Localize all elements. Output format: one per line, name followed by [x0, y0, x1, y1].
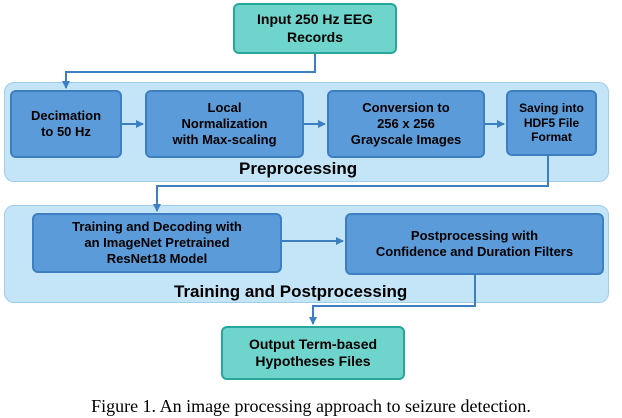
local-normalization-box: Local Normalization with Max-scaling: [145, 90, 304, 158]
resnet18-training-box: Training and Decoding with an ImageNet P…: [32, 213, 282, 273]
output-hypotheses-box: Output Term-based Hypotheses Files: [221, 326, 405, 380]
arrow-postprocessing-to-output: [309, 275, 476, 325]
figure-caption: Figure 1. An image processing approach t…: [91, 396, 531, 416]
arrow-saving-to-training: [153, 156, 549, 212]
decimation-box: Decimation to 50 Hz: [10, 90, 122, 158]
hdf5-saving-box: Saving into HDF5 File Format: [506, 90, 597, 156]
training-postprocessing-title: Training and Postprocessing: [174, 282, 408, 301]
arrow-input-to-decimation: [62, 54, 316, 89]
grayscale-conversion-box: Conversion to 256 x 256 Grayscale Images: [327, 90, 485, 158]
postprocessing-filters-box: Postprocessing with Confidence and Durat…: [345, 213, 604, 275]
preprocessing-title: Preprocessing: [239, 159, 358, 178]
input-eeg-records-box: Input 250 Hz EEG Records: [233, 3, 397, 54]
